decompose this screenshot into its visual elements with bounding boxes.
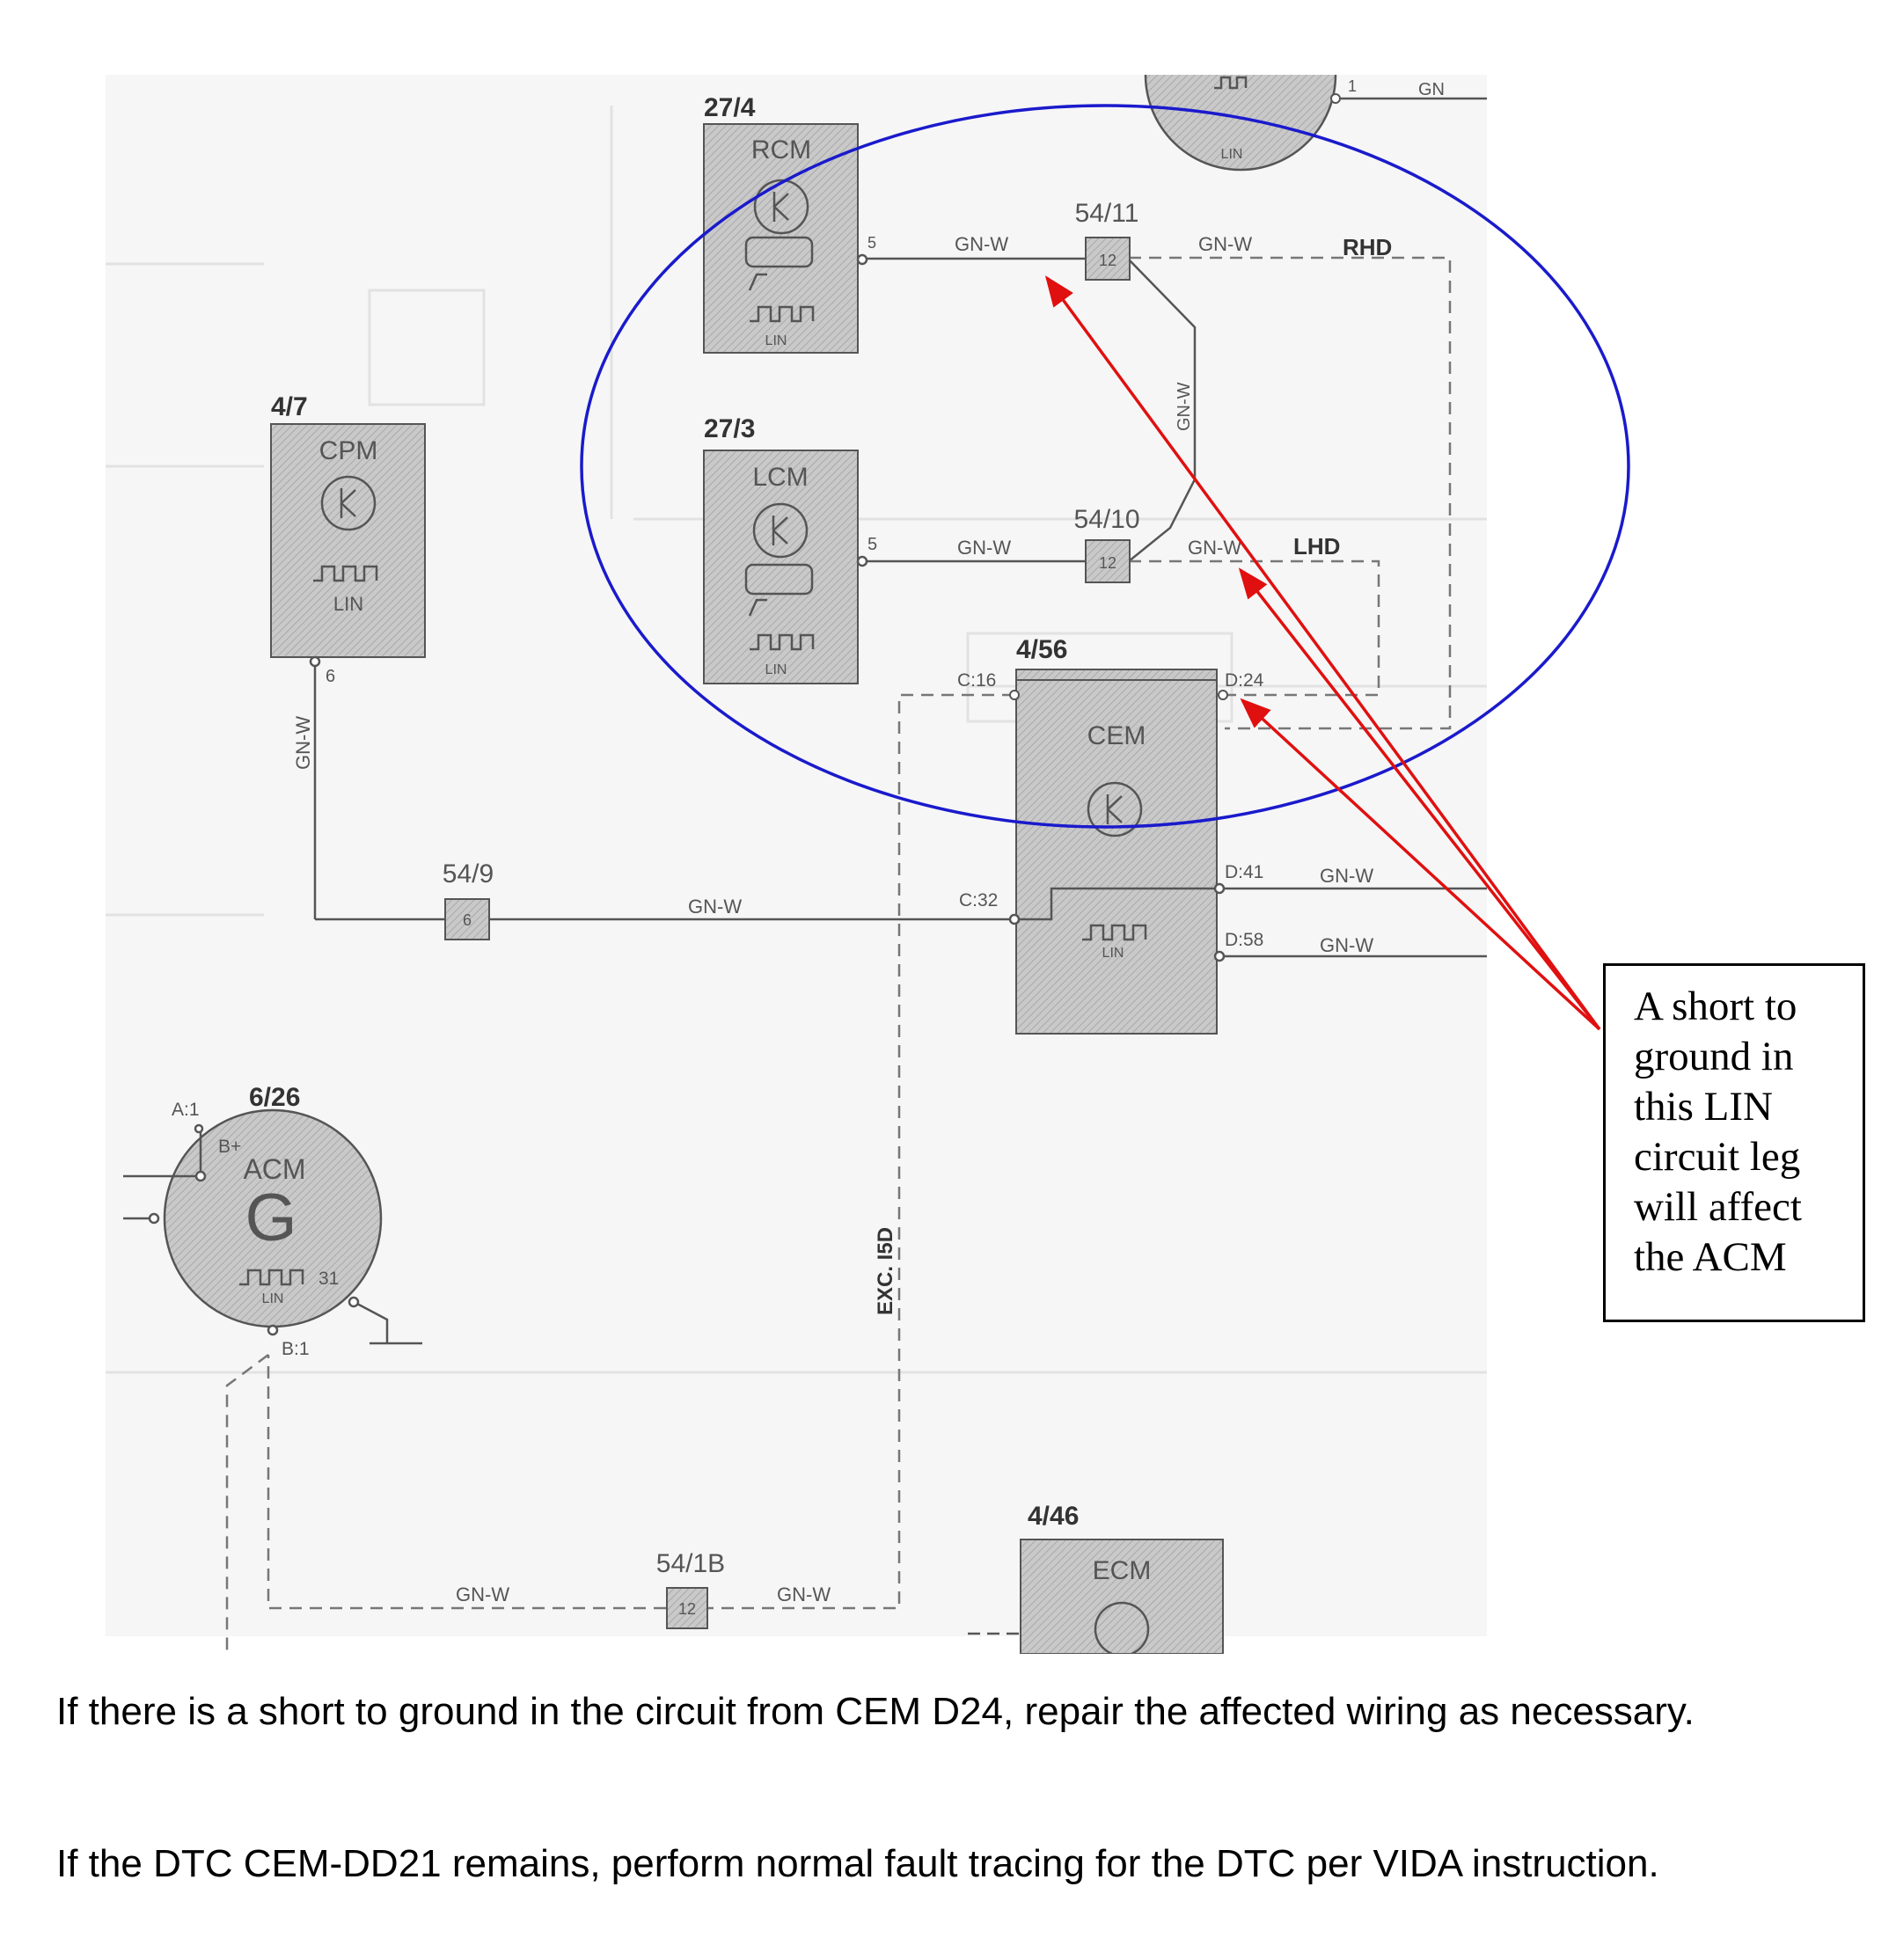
acm-id: 6/26 bbox=[249, 1083, 300, 1112]
wire-gnw-549: GN-W bbox=[688, 896, 742, 918]
connector-54-18: 54/1B 12 bbox=[656, 1549, 725, 1629]
connector-54-10: 54/10 12 bbox=[1073, 505, 1140, 583]
cem-module: 4/56 CEM LIN C:16 D:24 C:32 D:41 D:58 bbox=[957, 635, 1264, 1035]
label-lhd: LHD bbox=[1293, 533, 1340, 559]
lin-pulse-icon bbox=[239, 1269, 304, 1286]
wire-gnw-bottom-left: GN-W bbox=[456, 1583, 509, 1605]
ecm-module: 4/46 ECM bbox=[1020, 1502, 1224, 1654]
instruction-paragraph-repair: If there is a short to ground in the cir… bbox=[56, 1690, 1695, 1733]
rcm-module: 27/4 RCM LIN bbox=[703, 93, 859, 354]
acm-name: ACM bbox=[243, 1153, 305, 1185]
callout-line: ground in bbox=[1634, 1034, 1794, 1079]
pin-bplus: B+ bbox=[218, 1137, 241, 1157]
lin-pulse-icon bbox=[750, 305, 815, 323]
cem-name: CEM bbox=[1087, 721, 1146, 750]
connector-54-10-id: 54/10 bbox=[1073, 505, 1139, 534]
generator-icon: G bbox=[245, 1181, 296, 1255]
pin-31: 31 bbox=[318, 1269, 339, 1289]
wire-gnw-d58: GN-W bbox=[1320, 934, 1373, 956]
pin-rcm-5: 5 bbox=[867, 234, 876, 252]
cpm-id: 4/7 bbox=[271, 392, 308, 421]
connector-54-10-pin: 12 bbox=[1099, 554, 1116, 572]
cem-id: 4/56 bbox=[1016, 635, 1067, 664]
connector-54-9-pin: 6 bbox=[463, 911, 472, 929]
callout-box: A short to ground in this LIN circuit le… bbox=[1603, 963, 1865, 1322]
label-rhd: RHD bbox=[1343, 234, 1392, 260]
lcm-bus-label: LIN bbox=[765, 662, 787, 677]
pin-d41: D:41 bbox=[1225, 862, 1263, 882]
pin-cpm-6: 6 bbox=[326, 667, 335, 686]
wire-gnw-d41: GN-W bbox=[1320, 865, 1373, 887]
relay-icon bbox=[744, 236, 814, 291]
acm-module: 6/26 ACM G LIN A:1 B+ 31 B:1 bbox=[123, 1083, 422, 1359]
pin-c32: C:32 bbox=[959, 890, 998, 911]
transistor-icon bbox=[1087, 781, 1143, 837]
transistor-icon bbox=[320, 475, 377, 531]
wire-gnw-rhd: GN-W bbox=[1198, 233, 1252, 255]
rcm-bus-label: LIN bbox=[765, 333, 787, 348]
callout-line: A short to bbox=[1634, 984, 1797, 1029]
top-bus-label: LIN bbox=[1221, 147, 1243, 162]
transistor-icon bbox=[752, 502, 809, 559]
transistor-icon bbox=[753, 179, 809, 235]
callout-line: circuit leg bbox=[1634, 1134, 1801, 1180]
ecm-name: ECM bbox=[1093, 1556, 1152, 1585]
pin-d24: D:24 bbox=[1225, 670, 1264, 691]
wire-gnw-diagonal: GN-W bbox=[1175, 382, 1194, 431]
rcm-name: RCM bbox=[751, 135, 811, 165]
callout-line: the ACM bbox=[1634, 1234, 1787, 1280]
wire-gn-top: GN bbox=[1418, 80, 1445, 99]
ecm-id: 4/46 bbox=[1028, 1502, 1079, 1531]
transistor-icon bbox=[1094, 1601, 1150, 1654]
callout-arrows bbox=[1044, 275, 1601, 1031]
callout-line: this LIN bbox=[1634, 1084, 1773, 1130]
wire-gnw-lcm: GN-W bbox=[957, 537, 1011, 559]
callout-line: will affect bbox=[1634, 1184, 1802, 1230]
pin-lcm-5: 5 bbox=[867, 535, 877, 554]
wire-gnw-rcm: GN-W bbox=[955, 233, 1008, 255]
top-pin-1: 1 bbox=[1348, 77, 1357, 95]
wire-gnw-bottom-right: GN-W bbox=[777, 1583, 831, 1605]
lin-pulse-icon bbox=[1082, 924, 1147, 941]
relay-icon bbox=[744, 563, 814, 617]
lcm-id: 27/3 bbox=[704, 414, 755, 443]
pin-terminals bbox=[1009, 690, 1228, 700]
connector-54-18-pin: 12 bbox=[678, 1600, 696, 1618]
top-module-partial: LIN 1 GN bbox=[1144, 74, 1487, 172]
pin-d58: D:58 bbox=[1225, 930, 1263, 950]
cpm-bus-label: LIN bbox=[333, 593, 363, 615]
cem-bus-label: LIN bbox=[1102, 946, 1124, 961]
wire-gnw-lhd: GN-W bbox=[1188, 537, 1241, 559]
rcm-id: 27/4 bbox=[704, 93, 756, 122]
instruction-paragraph-fault-tracing: If the DTC CEM-DD21 remains, perform nor… bbox=[56, 1842, 1659, 1885]
wiring-diagram: 27/4 RCM LIN 27/3 LCM LIN bbox=[106, 74, 1630, 1654]
cpm-module: 4/7 CPM LIN bbox=[270, 392, 426, 658]
acm-bus-label: LIN bbox=[262, 1291, 284, 1306]
wires bbox=[309, 253, 1487, 1635]
connector-54-18-id: 54/1B bbox=[656, 1549, 725, 1578]
lcm-name: LCM bbox=[752, 463, 808, 492]
pin-c16: C:16 bbox=[957, 670, 996, 691]
lcm-module: 27/3 LCM LIN bbox=[703, 414, 859, 684]
label-exc-i5d: EXC. I5D bbox=[874, 1227, 897, 1315]
connector-54-11-id: 54/11 bbox=[1075, 199, 1139, 228]
connector-54-11-pin: 12 bbox=[1099, 252, 1116, 269]
connector-54-11: 54/11 12 bbox=[1075, 199, 1139, 281]
cpm-name: CPM bbox=[319, 436, 378, 465]
connector-54-9: 54/9 6 bbox=[443, 859, 494, 940]
highlight-ellipse bbox=[580, 104, 1630, 829]
pin-b1: B:1 bbox=[282, 1339, 310, 1359]
connector-54-9-id: 54/9 bbox=[443, 859, 494, 889]
lin-pulse-icon bbox=[750, 633, 815, 651]
wire-gnw-cpm: GN-W bbox=[292, 716, 314, 770]
wire-labels: 5 5 6 GN-W GN-W RHD GN-W GN-W LHD GN-W G… bbox=[292, 233, 1392, 1605]
pin-a1: A:1 bbox=[172, 1100, 200, 1120]
lin-pulse-icon bbox=[313, 565, 378, 582]
